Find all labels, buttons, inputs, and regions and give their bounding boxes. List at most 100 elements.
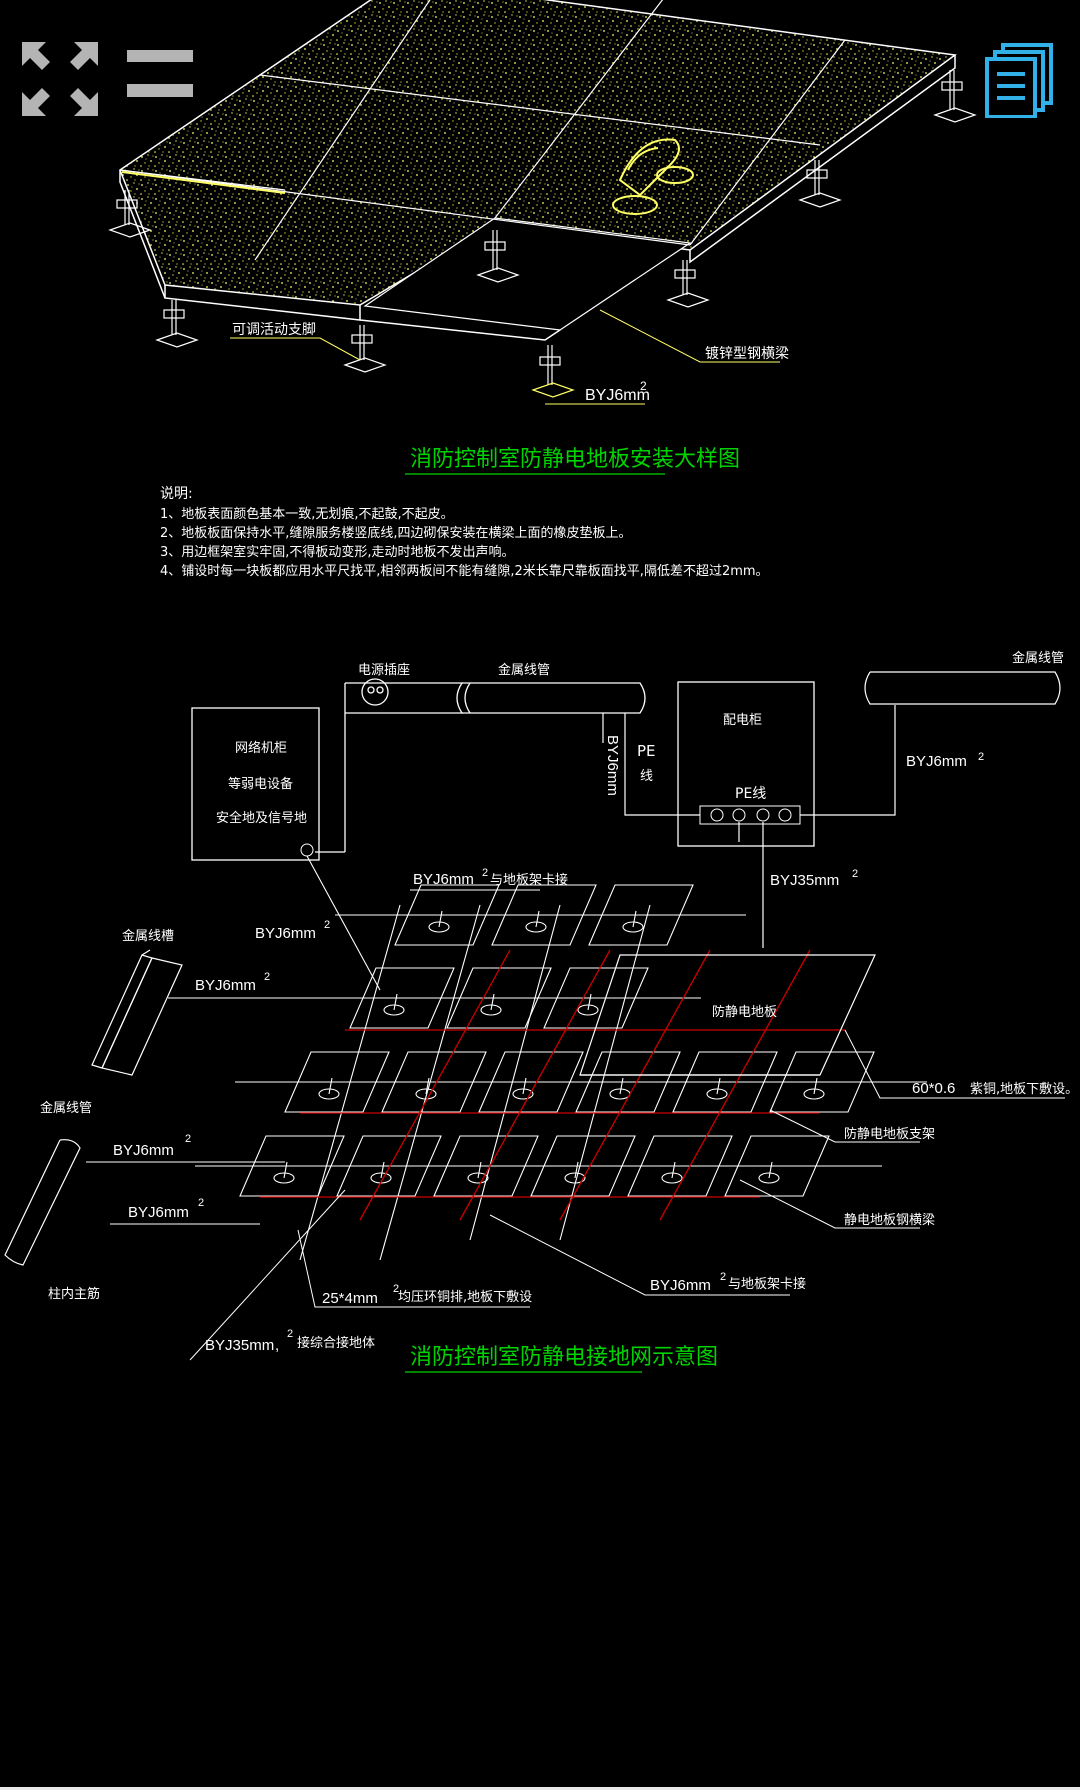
sup-byj6-a: 2 [324, 919, 330, 931]
label-pe-bar: PE线 [735, 786, 766, 802]
pe-bar-terminals [710, 808, 792, 822]
note-line-1: 1、地板表面颜色基本一致,无划痕,不起鼓,不起皮。 [160, 506, 454, 522]
label-pe: PE [637, 742, 656, 760]
fullscreen-button[interactable] [20, 40, 100, 118]
support-post [671, 1161, 676, 1179]
label-byj6-c: BYJ6mm [113, 1142, 174, 1159]
sup-byj6-b: 2 [264, 971, 270, 983]
support-cell [478, 1051, 584, 1113]
support-cell [433, 1135, 539, 1197]
grounding-grid-drawing: 电源插座 金属线管 网络机柜 等弱电设备 安全地及信号地 配电柜 PE线 PE … [4, 650, 1078, 1373]
support-cell [588, 884, 694, 946]
support-post [425, 1077, 430, 1095]
support-foot [480, 1004, 502, 1016]
grid-diagonal-beam [559, 904, 651, 1241]
support-post [632, 910, 637, 928]
grid-diagonal-beam [379, 904, 481, 1261]
conduit-top [315, 678, 646, 853]
label-byj35-bottom: BYJ35mm [205, 1337, 274, 1354]
installation-notes: 说明: 1、地板表面颜色基本一致,无划痕,不起鼓,不起皮。 2、地板板面保持水平… [160, 486, 769, 579]
label-copper-text: 均压环铜排,地板下敷设 [398, 1290, 532, 1305]
note-line-2: 2、地板板面保持水平,缝隙服务楼竖底线,四边砌保安装在横梁上面的橡皮垫板上。 [160, 525, 632, 541]
adjustable-pedestals [108, 70, 977, 398]
layers-button[interactable] [985, 42, 1057, 119]
bottom-border [0, 1787, 1080, 1790]
support-post [438, 910, 443, 928]
label-trough: 金属线槽 [122, 928, 174, 944]
support-foot [512, 1088, 534, 1100]
label-conduit-mid: 金属线管 [40, 1100, 92, 1116]
support-foot [803, 1088, 825, 1100]
menu-button[interactable] [127, 48, 197, 108]
label-wire-superscript: 2 [640, 379, 647, 393]
label-comma: , [275, 1337, 279, 1354]
sup-byj6-c: 2 [185, 1133, 191, 1145]
left-ground-wires [86, 1161, 285, 1225]
support-post [490, 993, 495, 1011]
label-byj6-d: BYJ6mm [128, 1204, 189, 1221]
support-foot [415, 1088, 437, 1100]
label-steel-beam: 镀锌型钢横梁 [705, 345, 789, 362]
support-post [380, 1161, 385, 1179]
slab-edges [119, 55, 956, 341]
label-byj6-bottom: BYJ6mm [650, 1277, 711, 1294]
support-post [813, 1077, 818, 1095]
label-socket: 电源插座 [358, 663, 410, 678]
label-byj6-clip: BYJ6mm [413, 871, 474, 888]
label-floor-panel: 防静电地板 [712, 1004, 777, 1020]
label-byj6-vertical: BYJ6mm [604, 735, 621, 796]
bottom-leaders [189, 1189, 790, 1361]
right-leaders [739, 1029, 1065, 1229]
stacked-pages-icon [985, 43, 1053, 119]
copper-strips [260, 949, 845, 1221]
support-cell [381, 1051, 487, 1113]
panel-wiring [602, 671, 1061, 948]
cabinet-line-1: 网络机柜 [235, 740, 287, 756]
support-foot [525, 921, 547, 933]
sup-byj35-bottom: 2 [287, 1328, 293, 1340]
support-cell [446, 967, 552, 1029]
support-post [522, 1077, 527, 1095]
anti-static-floor-panel [579, 954, 876, 1076]
label-column: 柱内主筋 [48, 1286, 100, 1302]
label-bottom-clip: 与地板架卡接 [728, 1276, 806, 1292]
grid-diagonal-beam [469, 904, 561, 1241]
label-strip-text: 紫铜,地板下敷设。 [970, 1082, 1078, 1097]
support-cell [769, 1051, 875, 1113]
support-post [477, 1161, 482, 1179]
label-byj6-a: BYJ6mm [255, 925, 316, 942]
label-byj35-text: 接综合接地体 [297, 1335, 375, 1351]
support-post [574, 1161, 579, 1179]
label-byj6-b: BYJ6mm [195, 977, 256, 994]
label-pe-line: 线 [640, 769, 653, 784]
notes-heading: 说明: [160, 486, 193, 502]
expand-arrows-icon [22, 42, 98, 116]
label-copper-size: 25*4mm [322, 1290, 378, 1307]
support-cell [284, 1051, 390, 1113]
label-conduit-left: 金属线管 [498, 662, 550, 678]
network-cabinet-box [191, 707, 320, 861]
sup-byj6-d: 2 [198, 1197, 204, 1209]
drawing1-title: 消防控制室防静电地板安装大样图 [410, 447, 740, 472]
support-cell [672, 1051, 778, 1113]
support-foot [706, 1088, 728, 1100]
sup-byj6-right: 2 [978, 751, 984, 763]
grid-diagonal-beam [299, 904, 401, 1261]
label-conduit-right: 金属线管 [1012, 650, 1064, 666]
cabinet-line-3: 安全地及信号地 [216, 810, 307, 826]
sup-byj35-top: 2 [852, 868, 858, 880]
support-post [283, 1161, 288, 1179]
label-byj6-right: BYJ6mm [906, 753, 967, 770]
sup-byj6-bottom: 2 [720, 1271, 726, 1283]
conduit-left-pipe [4, 1139, 81, 1266]
sup-copper: 2 [393, 1283, 399, 1295]
support-foot [273, 1172, 295, 1184]
support-foot [661, 1172, 683, 1184]
support-foot [577, 1004, 599, 1016]
support-cell [394, 884, 500, 946]
support-cell [530, 1135, 636, 1197]
label-clip-text: 与地板架卡接 [490, 872, 568, 888]
label-support: 防静电地板支架 [844, 1126, 935, 1142]
